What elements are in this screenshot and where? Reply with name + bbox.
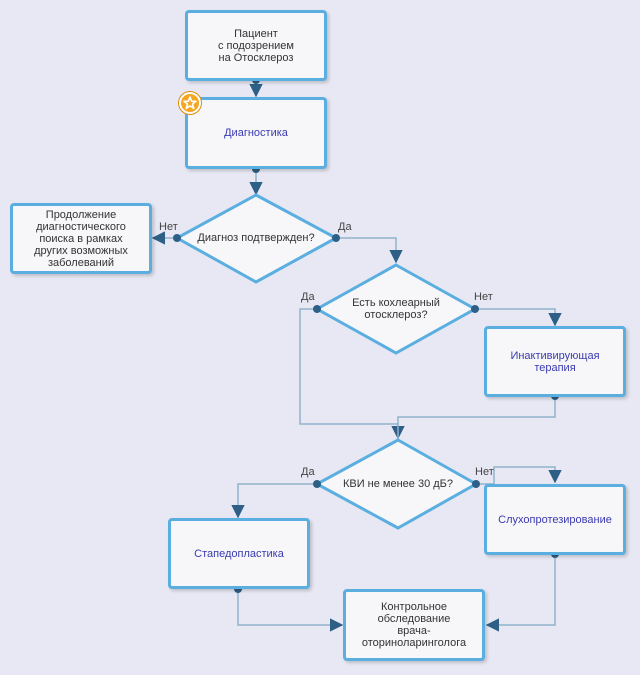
node-patient[interactable]: Пациент с подозрением на Отосклероз bbox=[185, 10, 327, 81]
decision-cochlear-text: Есть кохлеарный отосклероз? bbox=[352, 297, 440, 321]
node-inactivating-therapy[interactable]: Инактивирующая терапия bbox=[484, 326, 626, 397]
edge-label-yes-3: Да bbox=[301, 466, 315, 478]
edge-label-no-2: Нет bbox=[474, 291, 493, 303]
decision-diagnosis-confirmed-text: Диагноз подтвержден? bbox=[197, 232, 315, 244]
node-diagnostics[interactable]: Диагностика bbox=[185, 97, 327, 169]
edge-stapedoplasty-control bbox=[237, 589, 344, 632]
edge-label-yes-1: Да bbox=[338, 221, 352, 233]
edge-label-yes-2: Да bbox=[301, 291, 315, 303]
node-stapedoplasty-label: Стапедопластика bbox=[194, 547, 284, 560]
node-control-exam[interactable]: Контрольное обследование врача- оторинол… bbox=[343, 589, 485, 661]
dot bbox=[313, 305, 321, 313]
edge-hearingaid-control bbox=[485, 554, 556, 632]
decision-cochlear bbox=[313, 263, 479, 355]
node-patient-label: Пациент с подозрением на Отосклероз bbox=[218, 27, 294, 64]
edge-label-no-3: Нет bbox=[475, 466, 494, 478]
edge-label-no-1: Нет bbox=[159, 221, 178, 233]
decision-kvi-label[interactable]: КВИ не менее 30 дБ? bbox=[327, 472, 469, 496]
node-control-exam-label: Контрольное обследование врача- оторинол… bbox=[361, 601, 467, 649]
edge-cochlear-no bbox=[475, 308, 562, 327]
node-hearing-aid[interactable]: Слухопротезирование bbox=[484, 484, 626, 555]
decision-kvi-text: КВИ не менее 30 дБ? bbox=[342, 478, 454, 490]
node-stapedoplasty[interactable]: Стапедопластика bbox=[168, 518, 310, 589]
node-inactivating-therapy-label: Инактивирующая терапия bbox=[510, 349, 600, 374]
decision-kvi bbox=[313, 438, 480, 530]
node-continue-search[interactable]: Продолжение диагностического поиска в ра… bbox=[10, 203, 152, 274]
decision-cochlear-label[interactable]: Есть кохлеарный отосклероз? bbox=[331, 293, 461, 325]
node-continue-search-label: Продолжение диагностического поиска в ра… bbox=[34, 208, 128, 269]
edge-decision1-yes bbox=[336, 237, 403, 264]
dot bbox=[471, 305, 479, 313]
decision-diagnosis-confirmed bbox=[173, 193, 340, 284]
decision-diagnosis-confirmed-label[interactable]: Диагноз подтвержден? bbox=[186, 226, 326, 250]
dot bbox=[173, 234, 181, 242]
star-badge-icon bbox=[179, 92, 201, 114]
node-hearing-aid-label: Слухопротезирование bbox=[498, 513, 612, 526]
edge-inactivating-kvi bbox=[397, 396, 556, 438]
dot bbox=[332, 234, 340, 242]
dot bbox=[313, 480, 321, 488]
edge-kvi-yes bbox=[231, 483, 317, 519]
dot bbox=[472, 480, 480, 488]
node-diagnostics-label: Диагностика bbox=[224, 127, 288, 139]
